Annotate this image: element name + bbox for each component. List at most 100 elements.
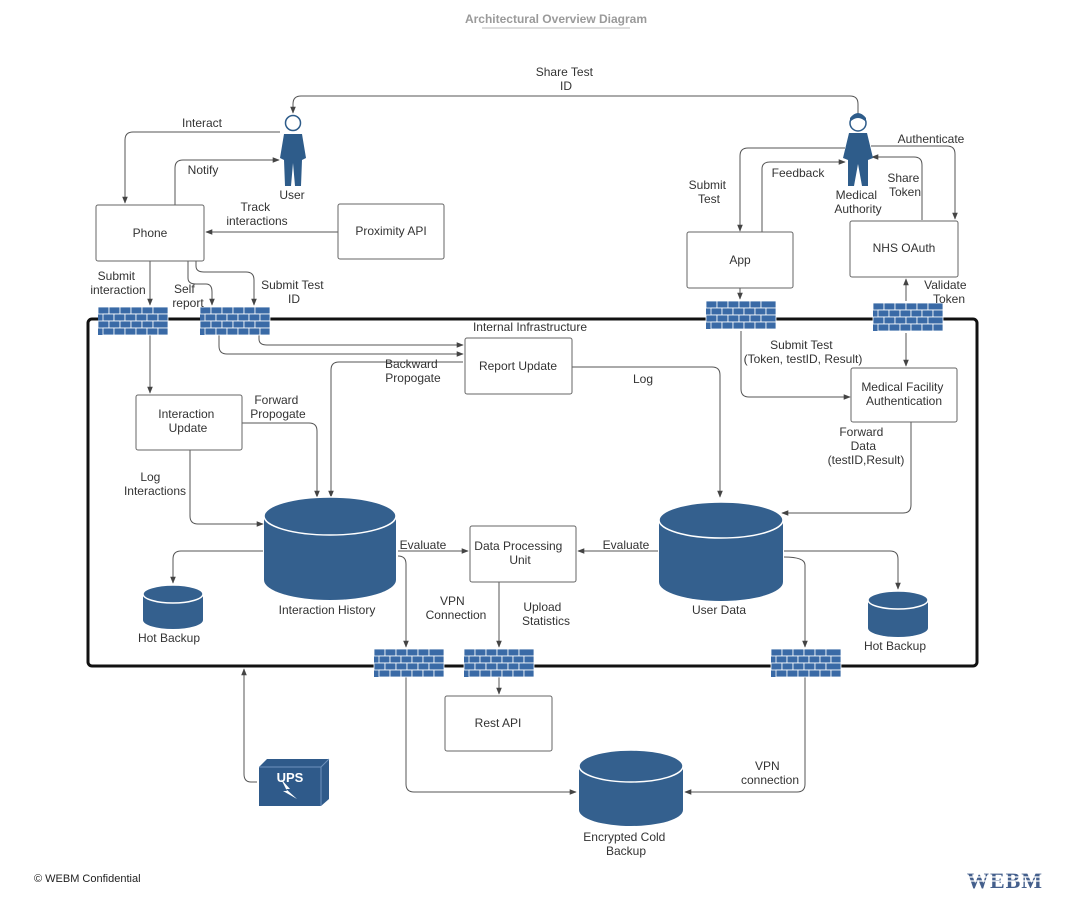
database-icon [658, 501, 784, 601]
phone-label: Phone [133, 226, 168, 240]
edge-label-evaluate-right: Evaluate [603, 538, 650, 552]
edge-submit-test-id [195, 261, 257, 306]
edge-share-token [871, 154, 923, 220]
ups-unit: UPS [259, 758, 330, 806]
edge-vpn-connection-lower [684, 677, 806, 795]
firewall-icon [373, 648, 445, 678]
edge-label-submit-test: Submit Test [689, 178, 730, 206]
user-label: User [279, 188, 304, 202]
edge-feedback [761, 159, 846, 232]
nhs-oauth-label: NHS OAuth [873, 241, 936, 255]
rest-api-box: Rest API [444, 695, 553, 752]
report-update-box: Report Update [464, 337, 573, 395]
edge-hot-backup-left [170, 550, 263, 584]
proximity-api-label: Proximity API [355, 224, 426, 238]
database-icon [263, 496, 397, 600]
edge-label-submit-test-payload: Submit Test (Token, testID, Result) [744, 338, 863, 366]
edge-forward-data [781, 422, 912, 516]
ups-label: UPS [277, 770, 304, 785]
database-icon [578, 749, 684, 826]
webm-logo: WEBM [967, 868, 1042, 893]
user-data-db: User Data [658, 501, 784, 617]
ups-icon [259, 758, 330, 806]
edge-log [572, 366, 723, 498]
firewall-icon [770, 648, 842, 678]
edge-submit-test [737, 147, 845, 232]
data-processing-unit-label: Data Processing Unit [474, 539, 565, 567]
edge-label-vpn-connection-lower: VPN connection [741, 759, 799, 787]
diagram-title: Architectural Overview Diagram [465, 12, 647, 26]
hot-backup-left-db: Hot Backup [138, 584, 204, 645]
user-icon [280, 114, 306, 186]
copyright-notice: © WEBM Confidential [34, 873, 141, 885]
edge-label-upload-statistics: Upload Statistics [522, 600, 570, 628]
medical-authority-label: Medical Authority [834, 188, 881, 216]
firewall-icon [463, 648, 535, 678]
hot-backup-left-label: Hot Backup [138, 631, 200, 645]
edge-label-log: Log [633, 372, 653, 386]
edge-label-evaluate-left: Evaluate [400, 538, 447, 552]
medical-authority-actor: Medical Authority [834, 113, 882, 216]
edge-interact [122, 131, 280, 204]
user-actor: User [279, 114, 306, 202]
medical-authority-icon [843, 113, 873, 186]
edge-label-share-token: Share Token [887, 171, 922, 199]
interaction-update-box: Interaction Update [135, 394, 243, 451]
edge-fw-cold-backup [405, 677, 577, 795]
firewall-icon [872, 302, 944, 332]
app-box: App [686, 231, 794, 289]
edge-self-report [187, 261, 215, 306]
phone-box: Phone [95, 204, 205, 262]
edge-label-vpn-connection: VPN Connection [426, 594, 487, 622]
edge-vpn-connection [397, 555, 409, 648]
nhs-oauth-box: NHS OAuth [849, 220, 959, 278]
medical-facility-auth-box: Medical Facility Authentication [850, 367, 958, 423]
edge-label-submit-test-id: Submit Test ID [261, 278, 327, 306]
edge-label-interact: Interact [182, 116, 223, 130]
report-update-label: Report Update [479, 359, 557, 373]
edge-forward-propogate [242, 422, 320, 498]
edge-notify [174, 157, 280, 205]
edge-userdata-fw [783, 556, 808, 648]
edge-label-submit-interaction: Submit interaction [90, 269, 145, 297]
edge-label-notify: Notify [188, 163, 219, 177]
app-label: App [729, 253, 751, 267]
edge-label-forward-propogate: Forward Propogate [250, 393, 306, 421]
cold-backup-db: Encrypted Cold Backup [578, 749, 684, 858]
cold-backup-label: Encrypted Cold Backup [583, 830, 668, 858]
edge-authenticate [871, 145, 958, 220]
edge-label-share-test-id: Share Test ID [536, 65, 597, 93]
medical-facility-auth-label: Medical Facility Authentication [861, 380, 946, 408]
hot-backup-right-db: Hot Backup [864, 590, 929, 653]
edge-log-interactions [189, 450, 264, 527]
interaction-update-label: Interaction Update [158, 407, 217, 435]
region-label: Internal Infrastructure [473, 320, 587, 334]
interaction-history-db: Interaction History [263, 496, 397, 617]
edge-label-feedback: Feedback [772, 166, 826, 180]
data-processing-unit-box: Data Processing Unit [469, 525, 577, 583]
edge-backward-propogate [328, 361, 463, 498]
hot-backup-right-label: Hot Backup [864, 639, 926, 653]
edge-hot-backup-right [784, 550, 901, 590]
edge-label-authenticate: Authenticate [898, 132, 965, 146]
firewall-icon [97, 306, 169, 336]
edge-ups-power [241, 668, 257, 783]
edge-fw-report-update-a [218, 335, 464, 357]
edge-label-validate-token: Validate Token [924, 278, 970, 306]
firewall-icon [705, 300, 777, 330]
edge-submit-test-payload [740, 331, 851, 400]
edge-label-backward-propogate: Backward Propogate [385, 357, 441, 385]
edge-label-self-report: Self report [172, 282, 204, 310]
edge-label-forward-data: Forward Data (testID,Result) [828, 425, 905, 467]
proximity-api-box: Proximity API [337, 203, 445, 260]
user-data-label: User Data [692, 603, 746, 617]
database-icon [867, 590, 929, 637]
edge-share-test-id [290, 95, 859, 117]
edge-fw-report-update-b [258, 335, 464, 348]
interaction-history-label: Interaction History [279, 603, 376, 617]
firewall-icon [199, 306, 271, 336]
rest-api-label: Rest API [475, 716, 522, 730]
edge-label-track-interactions: Track interactions [226, 200, 287, 228]
edge-label-log-interactions: Log Interactions [124, 470, 186, 498]
